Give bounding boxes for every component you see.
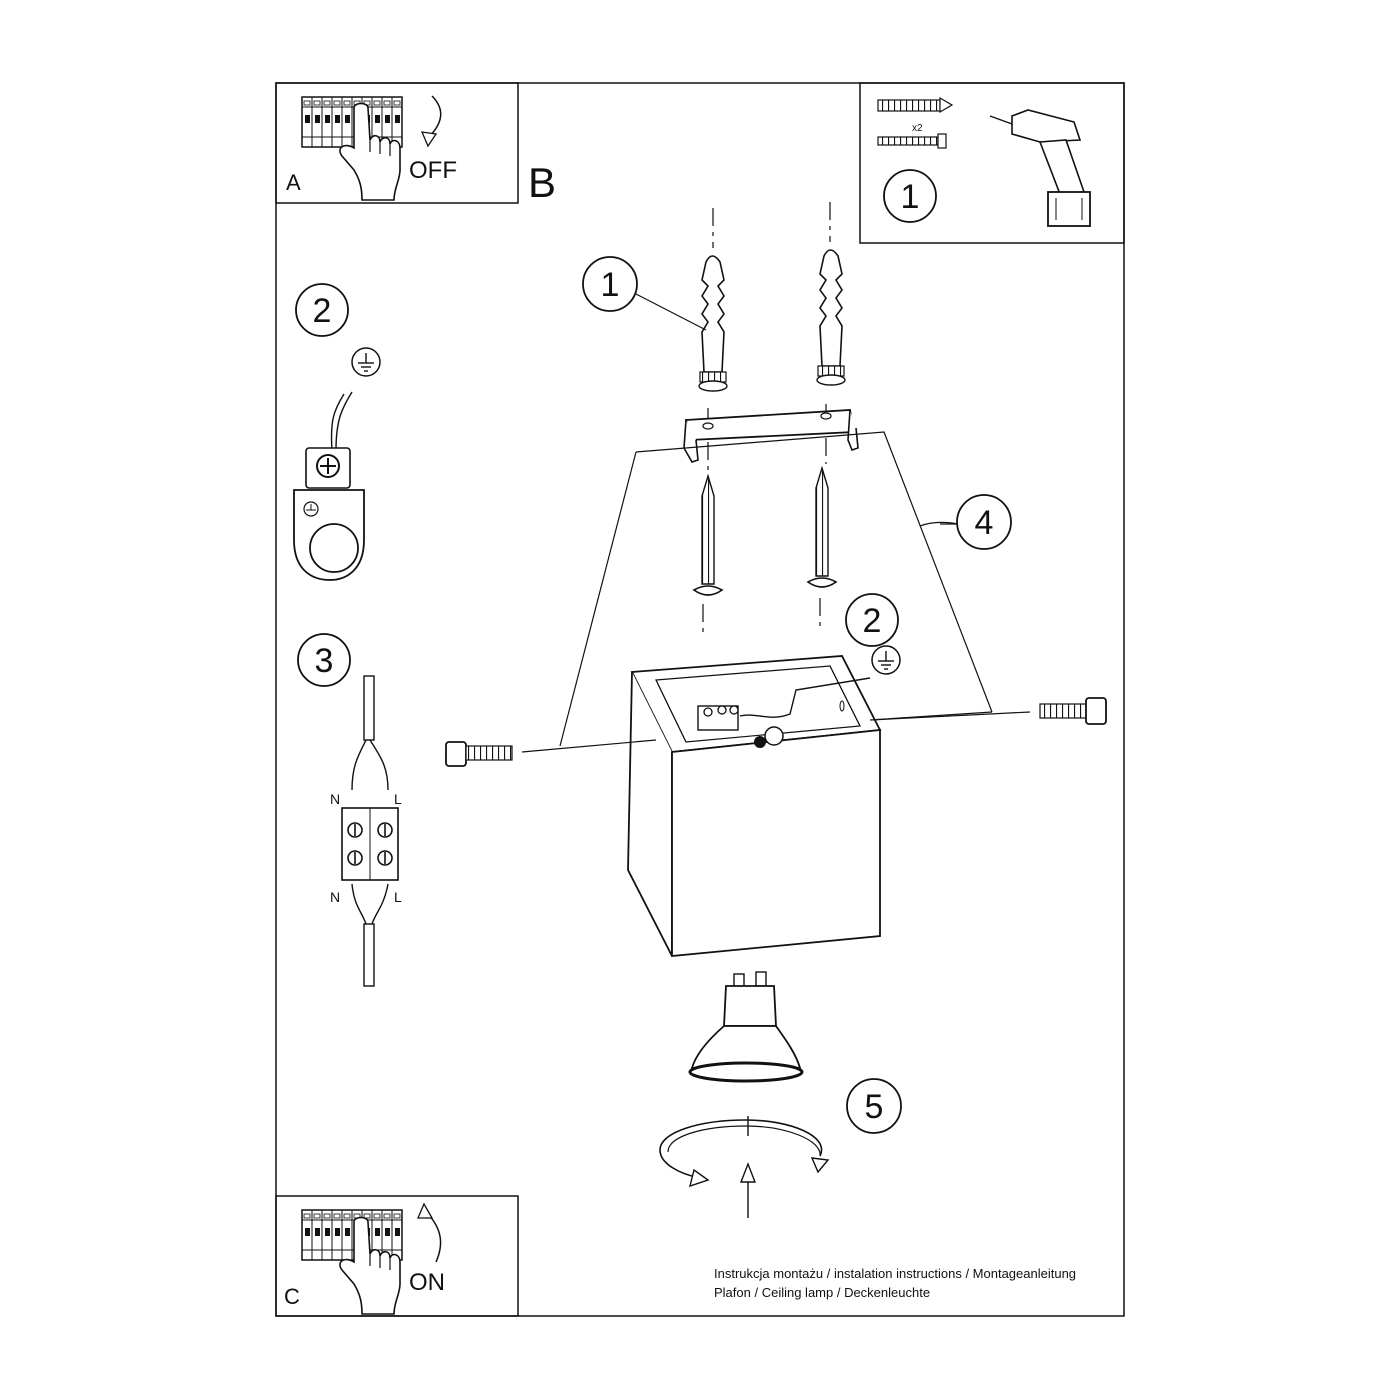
exploded-view: 1 4 2 (445, 202, 1107, 1218)
live-bottom-label: L (394, 889, 402, 905)
switch-on-label: ON (409, 1269, 445, 1296)
sheet-border (275, 82, 1125, 1317)
step-2-side-number: 2 (313, 292, 332, 330)
step-3-number: 3 (315, 642, 334, 680)
panel-a-letter: A (286, 170, 301, 195)
quantity-label: x2 (912, 123, 923, 134)
panel-a: A OFF (275, 82, 519, 204)
panel-c: C ON (275, 1195, 519, 1317)
neutral-top-label: N (330, 791, 340, 807)
panel-c-letter: C (284, 1284, 300, 1309)
step-5-number: 5 (865, 1088, 884, 1126)
tools-panel: x2 1 (859, 82, 1125, 244)
switch-off-label: OFF (409, 157, 457, 184)
insert-arrow-icon (739, 1116, 757, 1218)
caption-line-1: Instrukcja montażu / instalation instruc… (714, 1266, 1077, 1281)
neutral-bottom-label: N (330, 889, 340, 905)
wood-screw-right (806, 465, 838, 588)
mounting-bracket (683, 409, 859, 463)
wall-plug-right (816, 249, 846, 386)
panel-b-letter: B (528, 159, 556, 206)
wood-screw-left (692, 473, 724, 596)
ground-icon (351, 347, 381, 377)
wiring-connector-detail: 3 N L N L (297, 633, 402, 987)
live-top-label: L (394, 791, 402, 807)
step-1-number: 1 (601, 266, 620, 304)
ground-icon-main (871, 645, 901, 675)
rotate-arrow-icon (659, 1119, 830, 1188)
ground-terminal-detail: 2 (293, 283, 381, 581)
caption-line-2: Plafon / Ceiling lamp / Deckenleuchte (714, 1285, 931, 1300)
switch-off-arrow-icon (427, 95, 442, 139)
side-screw-right (1039, 697, 1107, 725)
wall-plug-left (698, 255, 728, 392)
lamp-housing (627, 655, 882, 957)
wall-plug-icon (877, 96, 954, 114)
switch-on-arrow-icon (425, 1211, 442, 1263)
step-4-number: 4 (975, 504, 994, 542)
drill-icon (989, 109, 1091, 227)
side-screw-left (445, 741, 513, 767)
step-1-tools-number: 1 (901, 178, 920, 216)
gu10-bulb (688, 971, 804, 1083)
screw-icon (877, 133, 947, 149)
step-2-number: 2 (863, 602, 882, 640)
